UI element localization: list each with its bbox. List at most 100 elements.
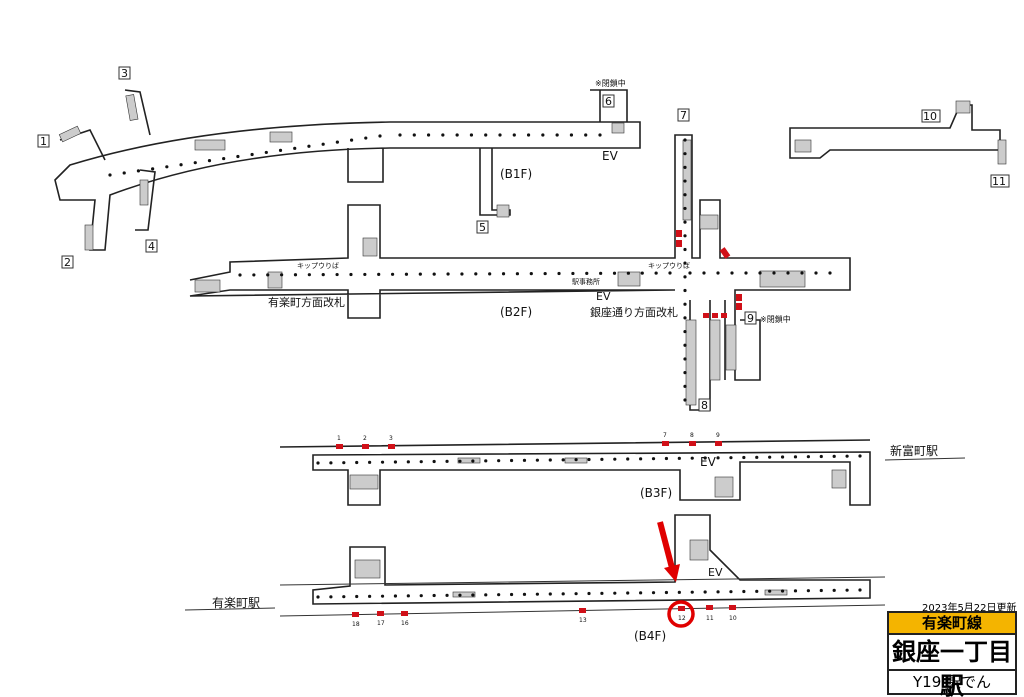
path-dot xyxy=(683,179,687,183)
highlight-circle xyxy=(667,600,695,628)
station-office: 駅事務所 xyxy=(572,277,600,286)
svg-text:11: 11 xyxy=(706,615,714,622)
path-dot xyxy=(585,271,589,275)
path-dot xyxy=(664,590,669,595)
path-dot xyxy=(364,136,368,140)
path-dot xyxy=(474,272,478,276)
svg-text:3: 3 xyxy=(121,67,128,80)
path-dot xyxy=(541,133,545,137)
path-dot xyxy=(445,459,449,463)
path-dot xyxy=(683,138,687,142)
path-dot xyxy=(574,458,578,462)
path-dot xyxy=(598,133,602,137)
path-dot xyxy=(484,459,488,463)
path-dot xyxy=(349,272,353,277)
path-dot xyxy=(368,594,372,598)
path-dot xyxy=(755,455,759,459)
svg-text:9: 9 xyxy=(747,312,754,325)
svg-text:13: 13 xyxy=(579,617,587,624)
path-dot xyxy=(543,271,547,276)
path-dot xyxy=(515,272,520,276)
path-dot xyxy=(845,588,849,592)
ticket-area-2: キップウりば xyxy=(648,261,690,270)
station-shintomicho: 新富町駅 xyxy=(890,443,938,458)
svg-text:2: 2 xyxy=(363,435,367,442)
path-dot xyxy=(683,398,687,402)
gate-ginza: 銀座通り方面改札 xyxy=(590,305,678,319)
path-dot xyxy=(845,454,849,458)
svg-text:5: 5 xyxy=(479,221,486,234)
path-dot xyxy=(280,273,284,277)
path-dot xyxy=(555,133,559,137)
station-code: Y19 駅でん xyxy=(912,673,992,691)
path-dot xyxy=(342,461,346,465)
svg-text:3: 3 xyxy=(389,435,393,442)
path-dot xyxy=(800,271,804,275)
path-dot xyxy=(780,589,785,593)
path-dot xyxy=(535,592,539,596)
path-dot xyxy=(651,591,656,595)
path-dot xyxy=(744,271,748,275)
station-name: 銀座一丁目駅 xyxy=(889,635,1015,697)
path-dot xyxy=(793,455,798,459)
path-dot xyxy=(426,133,431,137)
svg-text:18: 18 xyxy=(352,621,360,628)
svg-text:8: 8 xyxy=(701,399,708,412)
path-dot xyxy=(522,592,527,596)
path-dot xyxy=(683,302,687,306)
path-dot xyxy=(729,456,733,460)
path-dot xyxy=(378,134,382,138)
path-dot xyxy=(432,272,436,276)
svg-text:8: 8 xyxy=(690,432,694,439)
path-dot xyxy=(349,138,354,142)
path-dot xyxy=(683,316,687,320)
ticket-area-1: キップウりば xyxy=(297,261,339,270)
passage-dots xyxy=(108,133,862,599)
path-dot xyxy=(151,167,155,171)
path-dot xyxy=(626,457,630,461)
svg-text:17: 17 xyxy=(377,620,385,627)
svg-text:6: 6 xyxy=(605,95,612,108)
path-dot xyxy=(266,273,270,277)
path-dot xyxy=(404,272,409,276)
path-dot xyxy=(571,271,575,276)
path-dot xyxy=(814,271,818,275)
path-dot xyxy=(561,458,565,462)
ev-label: EV xyxy=(596,290,611,303)
floor-label-b4f: (B4F) xyxy=(634,629,666,643)
svg-text:10: 10 xyxy=(729,615,737,622)
path-dot xyxy=(668,271,672,275)
path-dot xyxy=(193,161,197,165)
path-dot xyxy=(587,457,591,462)
path-dot xyxy=(445,593,449,597)
path-dot xyxy=(702,271,706,275)
path-dot xyxy=(307,273,311,277)
path-dot xyxy=(535,458,539,462)
floor-label-b2f: (B2F) xyxy=(500,305,532,319)
path-dot xyxy=(321,142,325,146)
path-dot xyxy=(832,454,836,458)
path-dot xyxy=(393,594,398,598)
path-dot xyxy=(690,590,694,594)
path-dot xyxy=(460,272,464,276)
path-dot xyxy=(316,461,320,465)
path-dot xyxy=(469,133,474,137)
path-dot xyxy=(786,271,790,275)
svg-text:16: 16 xyxy=(401,620,409,627)
path-dot xyxy=(363,272,367,277)
path-dot xyxy=(639,591,643,595)
svg-text:7: 7 xyxy=(663,432,667,439)
path-dot xyxy=(626,591,630,595)
svg-text:10: 10 xyxy=(923,110,937,123)
path-dot xyxy=(380,594,385,598)
path-dot xyxy=(316,595,320,599)
path-dot xyxy=(613,591,617,595)
path-dot xyxy=(690,456,694,460)
path-dot xyxy=(819,588,823,593)
path-dot xyxy=(683,152,687,156)
path-dot xyxy=(406,594,410,598)
path-dot xyxy=(497,459,501,463)
path-dot xyxy=(858,588,862,592)
path-dot xyxy=(730,271,734,275)
path-dot xyxy=(522,458,527,462)
